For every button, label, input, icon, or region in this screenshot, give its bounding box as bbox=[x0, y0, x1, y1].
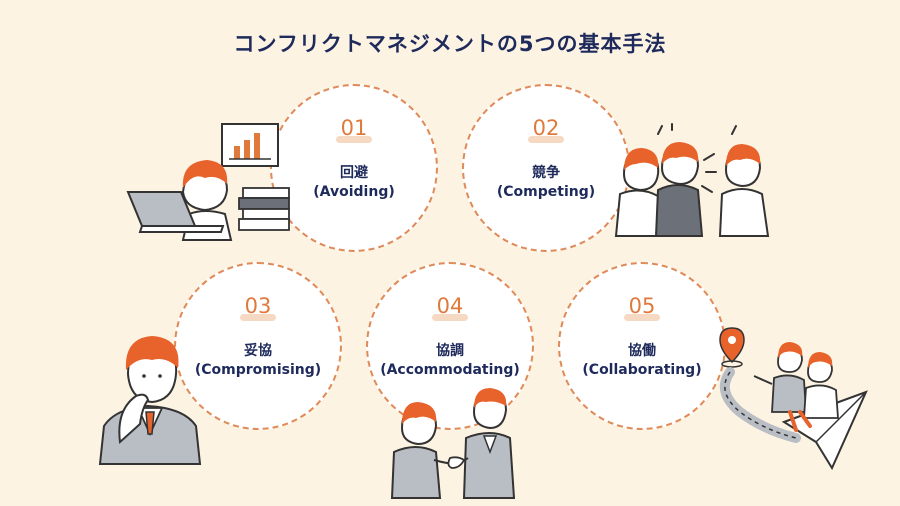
method-label-jp: 回避 bbox=[340, 165, 368, 181]
method-circle-collaborating: 05 協働 (Collaborating) bbox=[558, 262, 726, 430]
method-number: 03 bbox=[244, 294, 272, 318]
person-laptop-chart-icon bbox=[126, 123, 290, 241]
number-underline bbox=[528, 136, 564, 143]
method-label-jp: 協働 bbox=[628, 343, 656, 359]
method-label-jp: 協調 bbox=[436, 343, 464, 359]
method-circle-compromising: 03 妥協 (Compromising) bbox=[174, 262, 342, 430]
method-number: 01 bbox=[340, 116, 368, 140]
method-label-jp: 競争 bbox=[532, 165, 560, 181]
method-number: 04 bbox=[436, 294, 464, 318]
number-underline bbox=[336, 136, 372, 143]
page-title: コンフリクトマネジメントの5つの基本手法 bbox=[233, 32, 667, 56]
team-paper-plane-icon bbox=[719, 327, 868, 471]
thinking-person-icon bbox=[98, 336, 202, 465]
method-number: 02 bbox=[532, 116, 560, 140]
method-label-en: (Compromising) bbox=[194, 362, 322, 378]
method-label-jp: 妥協 bbox=[244, 343, 272, 359]
number-underline bbox=[240, 314, 276, 321]
method-circle-competing: 02 競争 (Competing) bbox=[462, 84, 630, 252]
method-label-en: (Collaborating) bbox=[582, 362, 702, 378]
handshake-people-icon bbox=[390, 388, 516, 499]
method-circle-avoiding: 01 回避 (Avoiding) bbox=[270, 84, 438, 252]
method-label-en: (Competing) bbox=[496, 184, 596, 200]
number-underline bbox=[624, 314, 660, 321]
method-label-en: (Avoiding) bbox=[313, 184, 395, 200]
method-label-en: (Accommodating) bbox=[380, 362, 520, 378]
method-number: 05 bbox=[628, 294, 656, 318]
arguing-people-icon bbox=[614, 123, 770, 237]
number-underline bbox=[432, 314, 468, 321]
